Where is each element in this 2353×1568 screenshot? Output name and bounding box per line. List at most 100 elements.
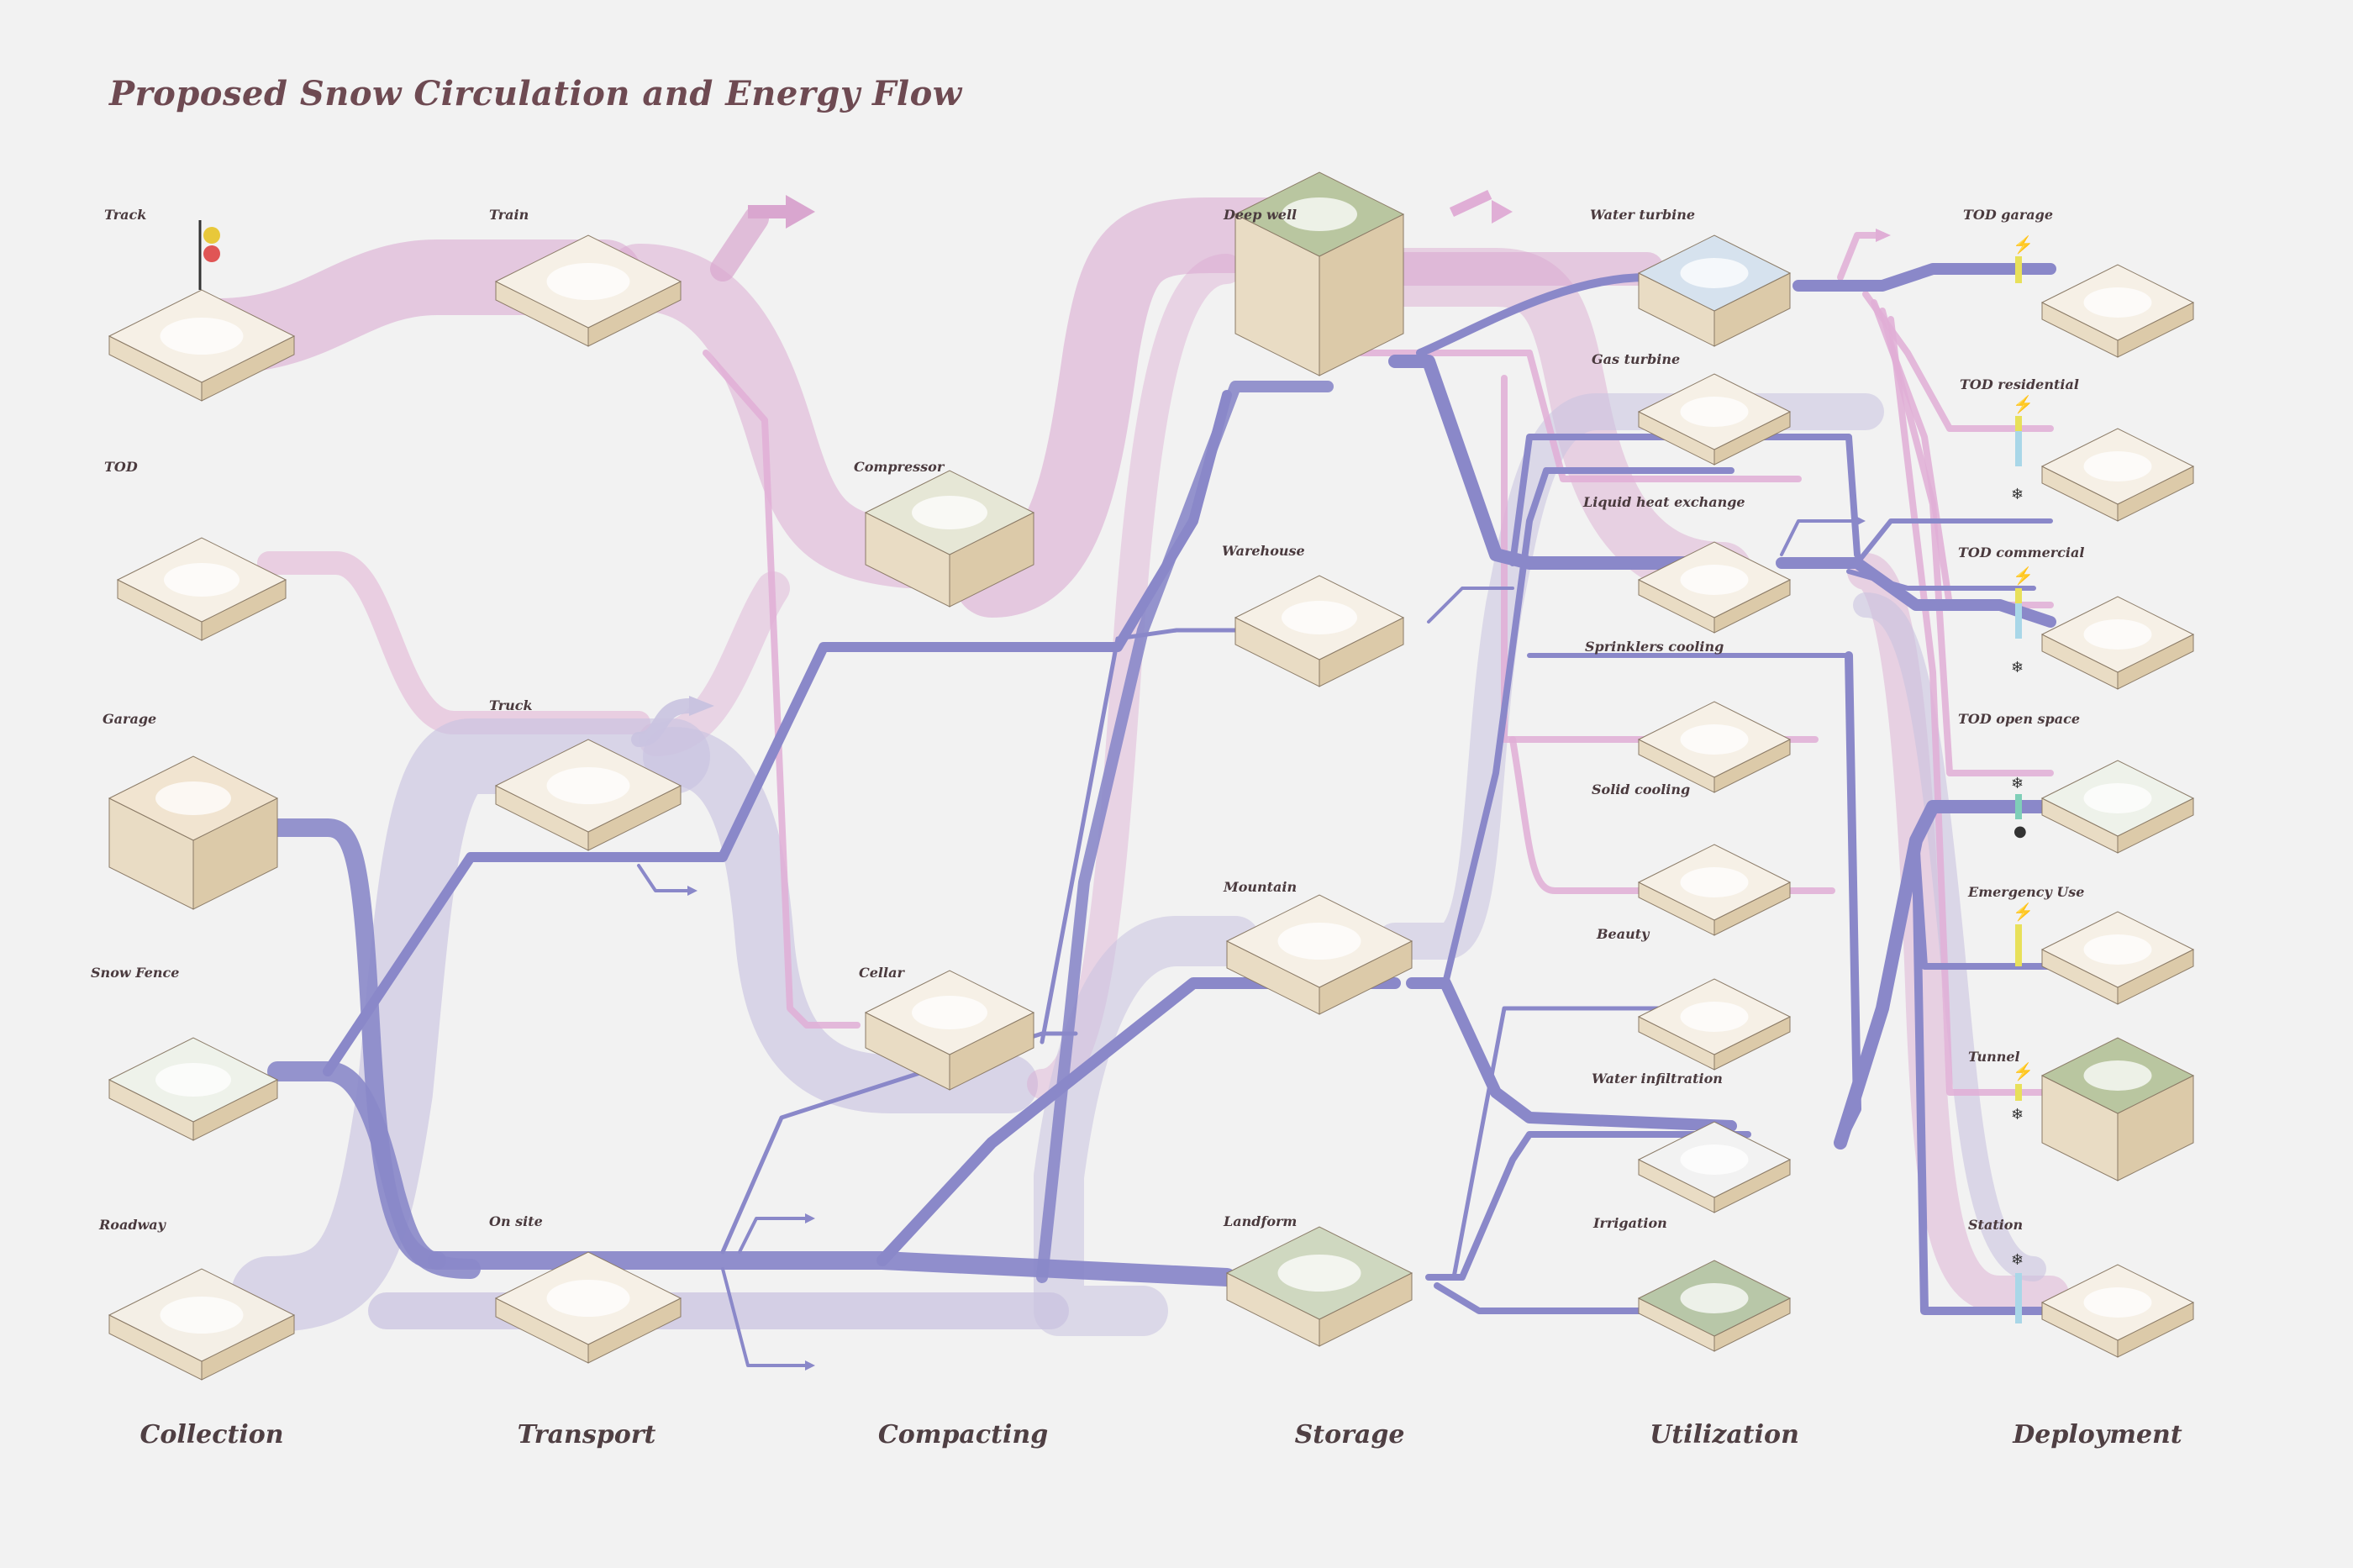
- stage-label-utilization: Utilization: [1650, 1420, 1799, 1450]
- node-label-garage: Garage: [103, 711, 157, 727]
- tile-tunnel: [2040, 1037, 2195, 1181]
- cold-indicator: [2015, 1273, 2022, 1323]
- node-label-liquid-heat-exchange: Liquid heat exchange: [1583, 494, 1745, 510]
- flow-roadway-onsite: [231, 718, 710, 1332]
- arrow-right-icon: [786, 195, 815, 229]
- tile-irrigation: [1637, 1260, 1792, 1352]
- flow-storage-mountain: [1034, 916, 1261, 1336]
- tile-station: [2040, 1264, 2195, 1358]
- line-deepwell-heat: [1358, 350, 1802, 482]
- snowflake-icon: ❄: [2011, 1251, 2024, 1269]
- tile-snow-fence: [108, 1037, 279, 1141]
- tile-tod-residential: [2040, 428, 2195, 522]
- arrow-right-icon: [805, 1360, 815, 1371]
- node-label-warehouse: Warehouse: [1222, 543, 1305, 559]
- node-label-on-site: On site: [489, 1213, 543, 1229]
- line-onsite-export2: [721, 1267, 808, 1367]
- flow-tod-truck: [257, 551, 650, 734]
- node-label-water-turbine: Water turbine: [1590, 207, 1696, 223]
- tile-tod-open-space: [2040, 760, 2195, 854]
- export-stem: [748, 205, 790, 218]
- stage-label-transport: Transport: [517, 1420, 656, 1450]
- line-warehouse-liquid: [1427, 587, 1514, 624]
- line-liquid-deploy-residential: [1855, 518, 2053, 566]
- tile-mountain: [1225, 894, 1413, 1015]
- node-label-landform: Landform: [1224, 1213, 1298, 1229]
- node-label-station: Station: [1968, 1217, 2024, 1233]
- tile-solid-cooling: [1637, 844, 1792, 936]
- flow-liquid-deployment: [1853, 592, 2046, 1281]
- tile-track: [108, 289, 296, 402]
- line-turbine-deploy-garage: [1792, 263, 2056, 292]
- node-label-tod-garage: TOD garage: [1963, 207, 2054, 223]
- node-label-gas-turbine: Gas turbine: [1592, 351, 1681, 367]
- electric-indicator: [2015, 1084, 2022, 1101]
- electric-indicator: [2015, 924, 2022, 966]
- tile-compressor: [864, 470, 1035, 608]
- line-cellar-warehouse-thin: [1040, 628, 1238, 1044]
- tile-garage: [108, 755, 279, 910]
- line-util-export: [1780, 519, 1859, 556]
- flow-compressor-deepwell: [954, 197, 1315, 618]
- tile-emergency-use: [2040, 911, 2195, 1005]
- node-label-tod-commercial: TOD commercial: [1958, 545, 2085, 560]
- flow-train-compressor: [605, 244, 941, 588]
- tile-gas-turbine: [1637, 373, 1792, 466]
- arrow-right-icon: [689, 696, 714, 716]
- export-stem: [1449, 189, 1492, 217]
- stage-label-storage: Storage: [1294, 1420, 1405, 1450]
- arrow-right-icon: [1876, 229, 1891, 242]
- lightning-bolt-icon: ⚡: [2013, 902, 2034, 922]
- line-onsite-export1: [738, 1217, 808, 1254]
- snowflake-icon: ❄: [2011, 1106, 2024, 1123]
- node-label-train: Train: [489, 207, 529, 223]
- node-label-tunnel: Tunnel: [1968, 1049, 2020, 1065]
- tile-sprinklers-cooling: [1637, 701, 1792, 793]
- tile-cellar: [864, 970, 1035, 1091]
- cold-indicator: [2015, 588, 2022, 639]
- export-arrows: [687, 189, 1891, 1371]
- node-label-mountain: Mountain: [1224, 879, 1298, 895]
- node-label-compressor: Compressor: [854, 459, 945, 475]
- line-cellar-deepwell: [1036, 381, 1334, 1283]
- node-label-beauty: Beauty: [1597, 926, 1650, 942]
- tile-water-turbine: [1637, 234, 1792, 347]
- lightning-bolt-icon: ⚡: [2013, 1061, 2034, 1081]
- stage-label-collection: Collection: [139, 1420, 284, 1450]
- node-label-water-infiltration: Water infiltration: [1592, 1071, 1723, 1087]
- node-label-solid-cooling: Solid cooling: [1592, 781, 1691, 797]
- line-deploy-tunnel: [1887, 316, 2054, 1096]
- node-label-irrigation: Irrigation: [1593, 1215, 1667, 1231]
- snowflake-icon: ❄: [2011, 659, 2024, 676]
- line-snowfence-compressor: [323, 390, 1232, 1076]
- diagram-title: Proposed Snow Circulation and Energy Flo…: [109, 74, 962, 113]
- line-heat-export: [1837, 232, 1886, 281]
- tile-tod: [116, 537, 287, 641]
- line-mountain-water: [1406, 977, 1737, 1132]
- water-drop-icon: ●: [2013, 823, 2027, 840]
- line-onsite-cellar: [720, 1031, 1078, 1255]
- line-deepwell-turbine: [1416, 273, 1651, 357]
- node-label-tod: TOD: [104, 459, 138, 475]
- line-deepwell-liquid: [1388, 355, 1738, 570]
- node-label-tod-residential: TOD residential: [1960, 376, 2079, 392]
- stage-label-compacting: Compacting: [877, 1420, 1049, 1450]
- line-deploy-open: [1879, 308, 2054, 776]
- node-label-emergency-use: Emergency Use: [1968, 884, 2085, 900]
- flow-truck-cellar: [643, 727, 1038, 1113]
- tile-on-site: [494, 1251, 682, 1364]
- node-label-snow-fence: Snow Fence: [91, 965, 180, 981]
- tile-water-infiltration: [1637, 1121, 1792, 1213]
- line-landform-irrigation: [1425, 1131, 1751, 1281]
- arrow-right-icon: [687, 886, 697, 896]
- tile-liquid-heat-exchange: [1637, 541, 1792, 634]
- node-tiles: [108, 171, 2195, 1381]
- flow-train-export: [710, 206, 769, 282]
- tile-warehouse: [1234, 575, 1405, 687]
- node-label-sprinklers-cooling: Sprinklers cooling: [1585, 639, 1724, 655]
- node-label-roadway: Roadway: [99, 1217, 166, 1233]
- snowflake-icon: ❄: [2011, 775, 2024, 792]
- deployment-indicators: ⚡ ⚡ ❄ ⚡ ❄ ❄ ● ⚡ ⚡ ❄ ❄: [2011, 234, 2034, 1323]
